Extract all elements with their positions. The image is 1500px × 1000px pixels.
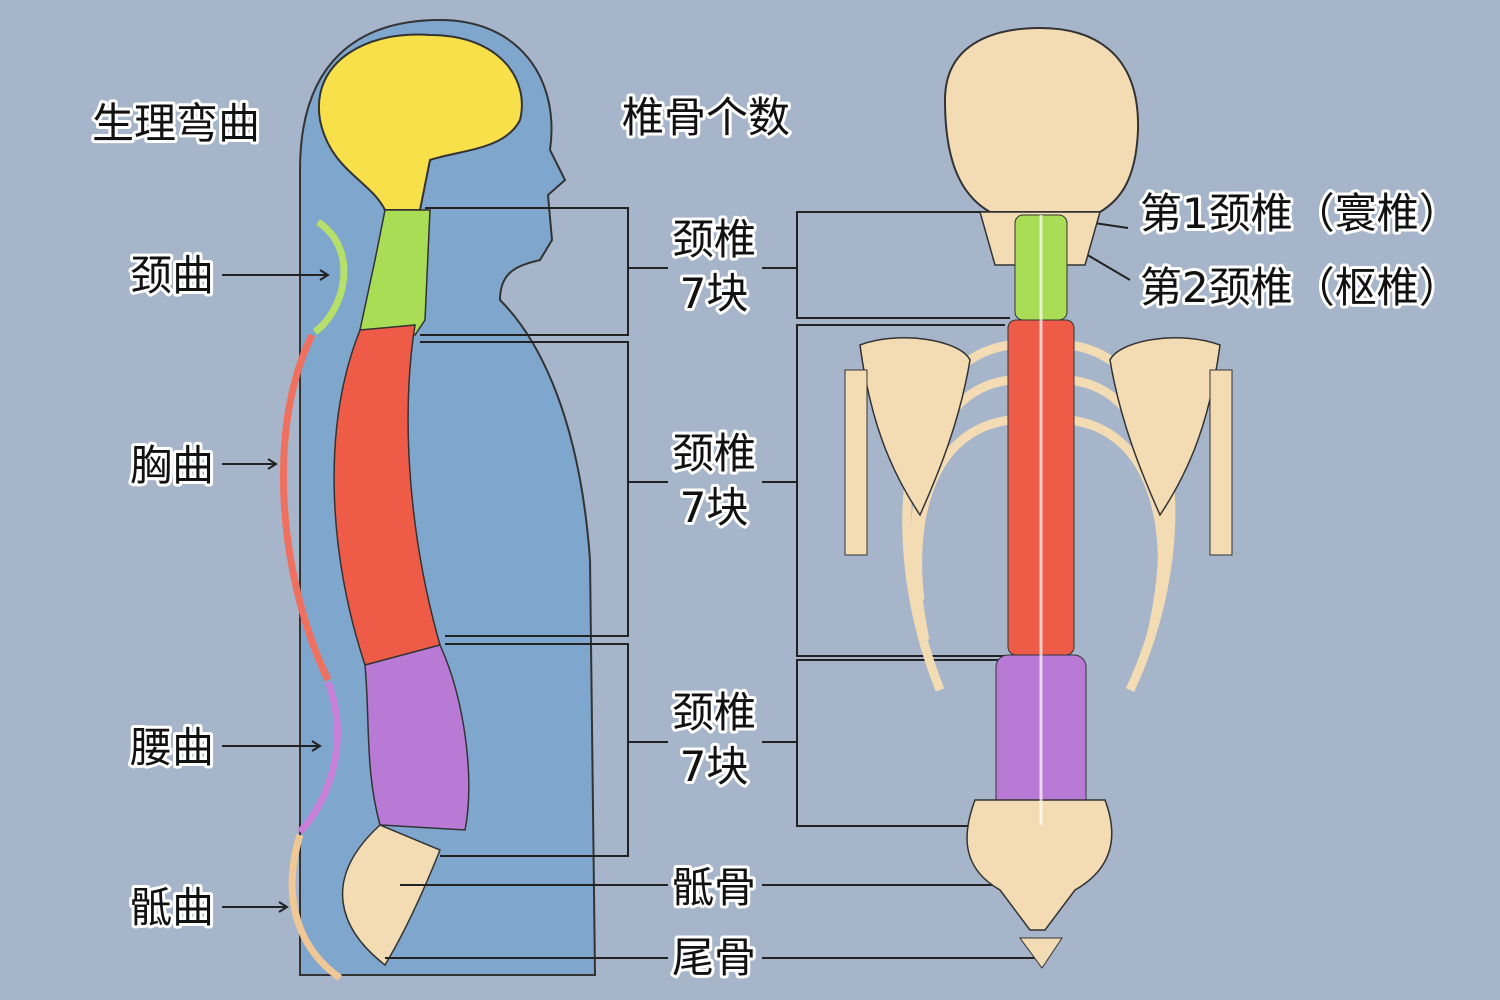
- count-title: 椎骨个数: [622, 93, 790, 142]
- thoracic-curve-arc: [280, 333, 332, 682]
- curve-arrows: [222, 269, 330, 913]
- axis-label: 第2颈椎（枢椎）: [1140, 263, 1461, 312]
- lumbar-spine-side: [364, 644, 470, 831]
- group-3-count: 7块: [680, 742, 749, 791]
- right-humerus: [1209, 369, 1233, 556]
- group-1-count: 7块: [680, 269, 749, 318]
- sacrum-side: [341, 824, 441, 967]
- left-humerus: [844, 369, 868, 556]
- curves-title: 生理弯曲: [92, 99, 260, 148]
- cervical-spine-side: [359, 209, 431, 336]
- cervical-curve-arc: [312, 219, 348, 335]
- lumbar-curve-arc: [297, 680, 341, 835]
- group-3-name: 颈椎: [672, 688, 756, 737]
- cervical-curve-label: 颈曲: [130, 251, 214, 300]
- sacrum-back: [966, 799, 1113, 931]
- bracket-lines: [385, 207, 1131, 959]
- left-scapula: [859, 337, 971, 517]
- coccyx-back: [1019, 937, 1063, 969]
- lumbar-curve-label: 腰曲: [130, 723, 214, 772]
- brain: [317, 33, 523, 211]
- coccyx-label: 尾骨: [672, 933, 756, 982]
- sacral-curve-arc: [288, 833, 343, 981]
- atlas-label: 第1颈椎（寰椎）: [1140, 189, 1461, 238]
- thoracic-curve-label: 胸曲: [130, 441, 214, 490]
- sacral-curve-label: 骶曲: [130, 883, 214, 932]
- group-2-name: 颈椎: [672, 429, 756, 478]
- group-1-name: 颈椎: [672, 215, 756, 264]
- group-2-count: 7块: [680, 483, 749, 532]
- right-scapula: [1109, 337, 1221, 517]
- skull: [943, 26, 1140, 213]
- sacrum-label: 骶骨: [672, 863, 756, 912]
